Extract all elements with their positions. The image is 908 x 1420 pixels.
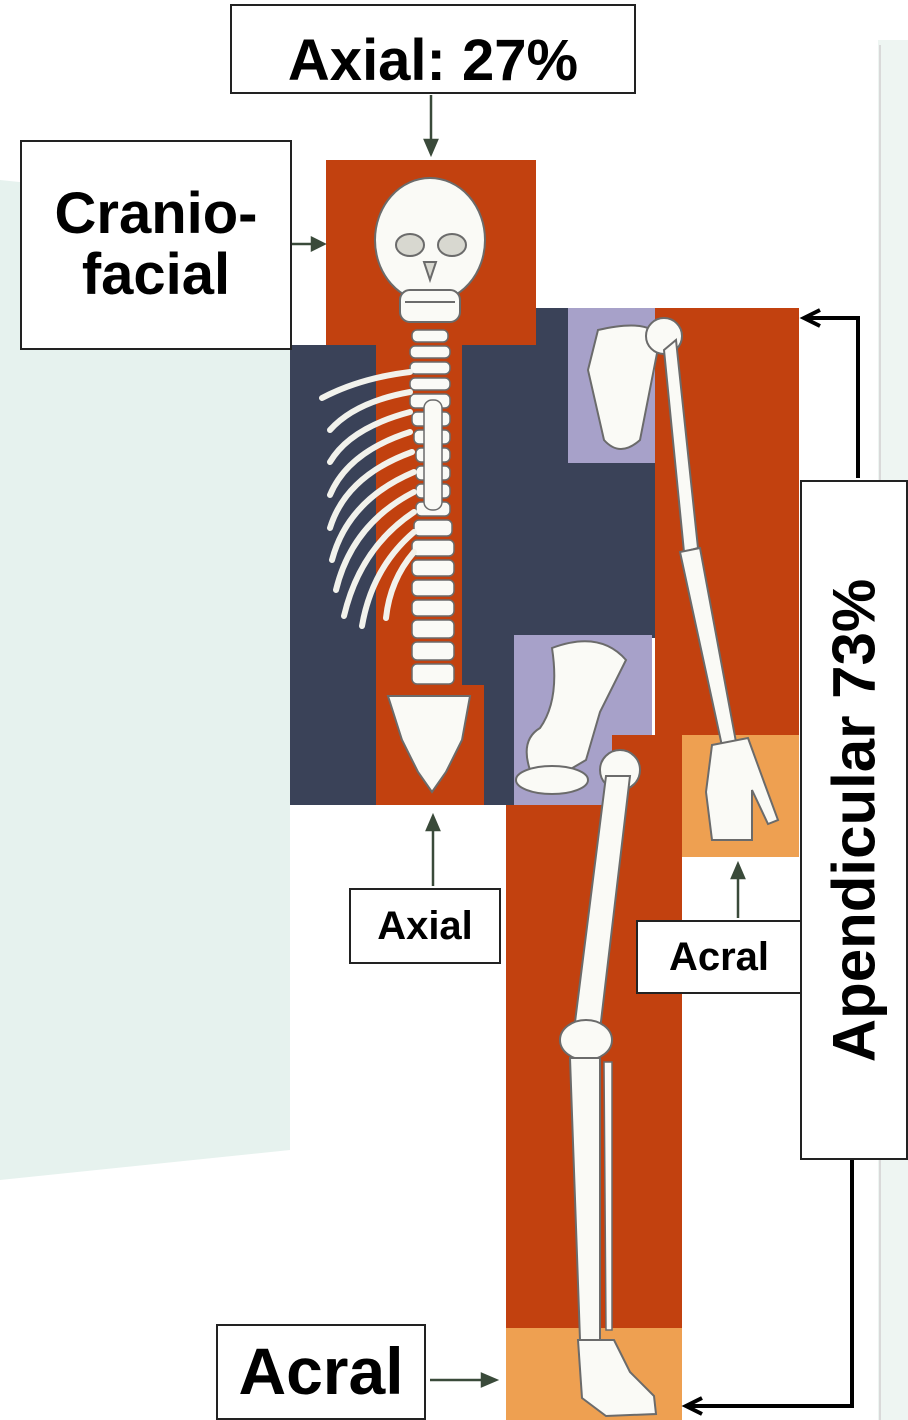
acral-foot-text: Acral [238,1337,403,1406]
acral-foot-label: Acral [216,1324,426,1420]
axial-percent-label: Axial: 27% [230,4,636,94]
apendicular-percent-label: Apendicular 73% [800,480,908,1160]
axial-label: Axial [349,888,501,964]
axial-percent-text: Axial: 27% [288,31,578,92]
knee [560,1020,612,1060]
acral-hand-text: Acral [669,936,769,978]
sternum [424,400,442,510]
apendicular-percent-text: Apendicular 73% [823,578,886,1062]
craniofacial-label: Cranio- facial [20,140,292,350]
axial-text: Axial [377,905,473,947]
craniofacial-line-1: Cranio- [55,184,258,245]
fibula [604,1062,612,1330]
acral-hand-label: Acral [636,920,802,994]
craniofacial-line-2: facial [55,245,258,306]
pubis [516,766,588,794]
